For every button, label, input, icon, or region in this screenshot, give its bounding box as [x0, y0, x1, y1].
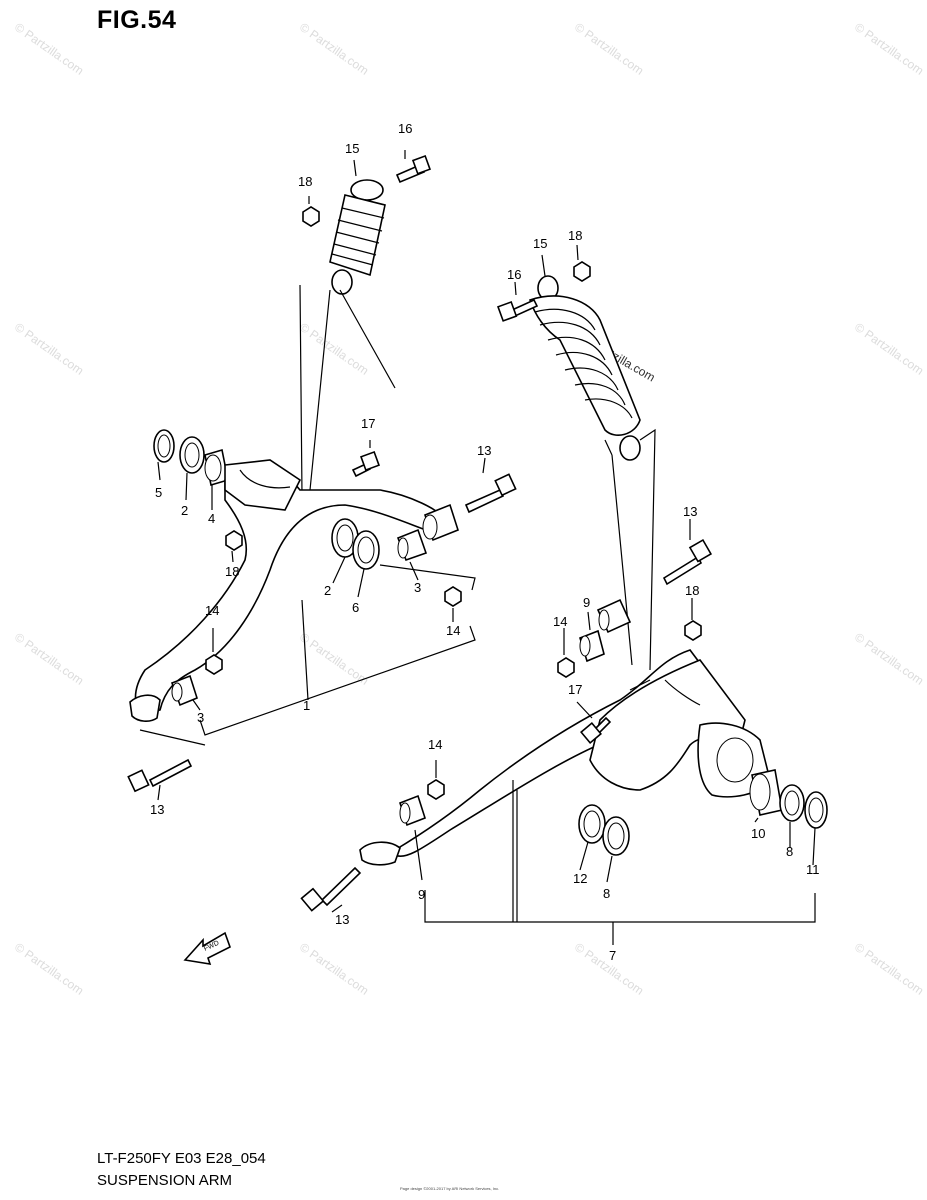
callout-18: 18 [568, 228, 582, 243]
left-nut-14a[interactable] [205, 654, 223, 675]
callout-9: 9 [418, 887, 425, 902]
section-name: SUSPENSION ARM [97, 1172, 233, 1189]
callout-5: 5 [155, 485, 162, 500]
callout-2: 2 [181, 503, 188, 518]
callout-18: 18 [298, 174, 312, 189]
callout-17: 17 [568, 682, 582, 697]
left-shock-bolt[interactable] [395, 155, 431, 184]
callout-13: 13 [477, 443, 491, 458]
callout-10: 10 [751, 826, 765, 841]
callout-13: 13 [335, 912, 349, 927]
callout-14: 14 [446, 623, 460, 638]
callout-15: 15 [345, 141, 359, 156]
callout-12: 12 [573, 871, 587, 886]
right-shock-absorber[interactable] [528, 275, 641, 461]
callout-18: 18 [685, 583, 699, 598]
callout-13: 13 [683, 504, 697, 519]
callout-3: 3 [414, 580, 421, 595]
callout-2: 2 [324, 583, 331, 598]
right-bushing-upper[interactable] [579, 629, 605, 663]
right-nut-14b[interactable] [427, 779, 445, 800]
callout-16: 16 [398, 121, 412, 136]
left-arm-bolt-lower[interactable] [127, 758, 193, 793]
left-nut-14b[interactable] [444, 586, 462, 607]
callout-18: 18 [225, 564, 239, 579]
callout-4: 4 [208, 511, 215, 526]
right-arm-bolt-lower[interactable] [300, 866, 362, 912]
right-shock-nut[interactable] [573, 261, 591, 282]
left-arm-bolt-upper[interactable] [464, 473, 517, 514]
callout-9: 9 [583, 595, 590, 610]
callout-14: 14 [553, 614, 567, 629]
model-code: LT-F250FY E03 E28_054 [97, 1150, 266, 1167]
callout-8: 8 [786, 844, 793, 859]
right-nut-18[interactable] [684, 620, 702, 641]
right-shock-bolt[interactable] [497, 298, 539, 322]
left-spacer[interactable] [204, 448, 229, 487]
callout-7: 7 [609, 948, 616, 963]
right-spacer[interactable] [749, 769, 783, 816]
left-seal-ring[interactable] [153, 429, 175, 463]
right-bearing-inner[interactable] [602, 816, 630, 856]
left-bearing-2[interactable] [331, 518, 359, 558]
callout-14: 14 [205, 603, 219, 618]
left-bearing[interactable] [179, 436, 205, 474]
left-shock-nut[interactable] [302, 206, 320, 227]
right-swing-arm[interactable] [359, 598, 771, 866]
left-nut-18[interactable] [225, 530, 243, 551]
callout-14: 14 [428, 737, 442, 752]
left-shock-lower-bolt[interactable] [351, 451, 380, 478]
callout-6: 6 [352, 600, 359, 615]
callout-17: 17 [361, 416, 375, 431]
callout-15: 15 [533, 236, 547, 251]
callout-16: 16 [507, 267, 521, 282]
left-oil-seal[interactable] [352, 530, 380, 570]
figure-number: FIG.54 [97, 6, 177, 34]
right-bearing-outer[interactable] [779, 784, 805, 822]
left-bushing-lower[interactable] [170, 674, 198, 707]
callout-labels: 16 15 18 15 18 16 17 13 5 2 4 13 13 18 2… [150, 121, 820, 963]
left-shock-absorber[interactable] [329, 179, 386, 295]
right-bushing-lower[interactable] [399, 794, 426, 827]
callout-1: 1 [303, 698, 310, 713]
callout-11: 11 [806, 862, 820, 877]
copyright-line: Page design ©2001-2017 by ARI Network Se… [400, 1186, 500, 1191]
right-nut-14a[interactable] [557, 657, 575, 678]
right-seal-ring[interactable] [804, 791, 828, 829]
right-oil-seal[interactable] [578, 804, 606, 844]
forward-arrow: FWD [183, 931, 231, 965]
callout-8: 8 [603, 886, 610, 901]
left-swing-arm[interactable] [129, 459, 459, 722]
right-arm-bolt-upper[interactable] [662, 538, 713, 586]
left-bushing-upper[interactable] [396, 528, 428, 562]
callout-3: 3 [197, 710, 204, 725]
right-shock-lower-bolt[interactable] [580, 716, 612, 744]
callout-13: 13 [150, 802, 164, 817]
